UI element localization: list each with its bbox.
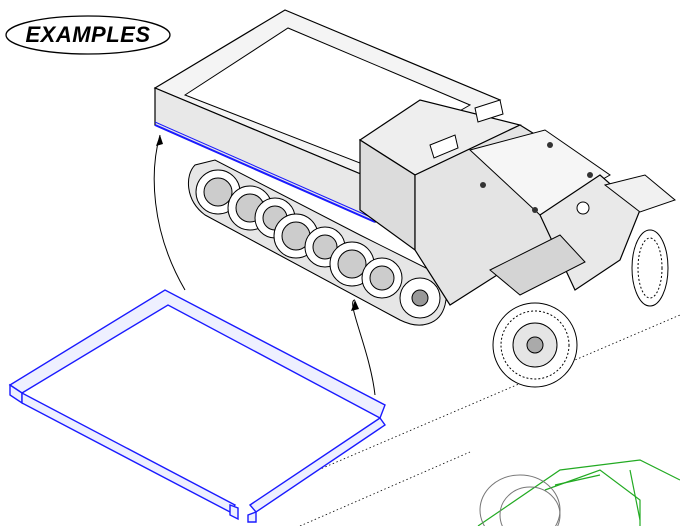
leader-left-head [156, 135, 163, 146]
leader-right [352, 299, 376, 396]
track-assembly [187, 159, 451, 326]
cab-body [358, 99, 677, 306]
ground-line-lower [299, 451, 471, 526]
gray-wheel-partial [479, 474, 561, 526]
badge-ellipse [5, 15, 171, 55]
examples-label: EXAMPLES [25, 22, 151, 47]
ground-line-upper [317, 314, 680, 471]
leader-right-head [351, 300, 359, 311]
road-wheels [195, 169, 441, 319]
examples-badge: EXAMPLES [4, 14, 172, 56]
green-frame [477, 459, 680, 526]
front-wheels [492, 229, 669, 388]
blue-frame [8, 289, 386, 523]
leader-left [153, 134, 186, 291]
